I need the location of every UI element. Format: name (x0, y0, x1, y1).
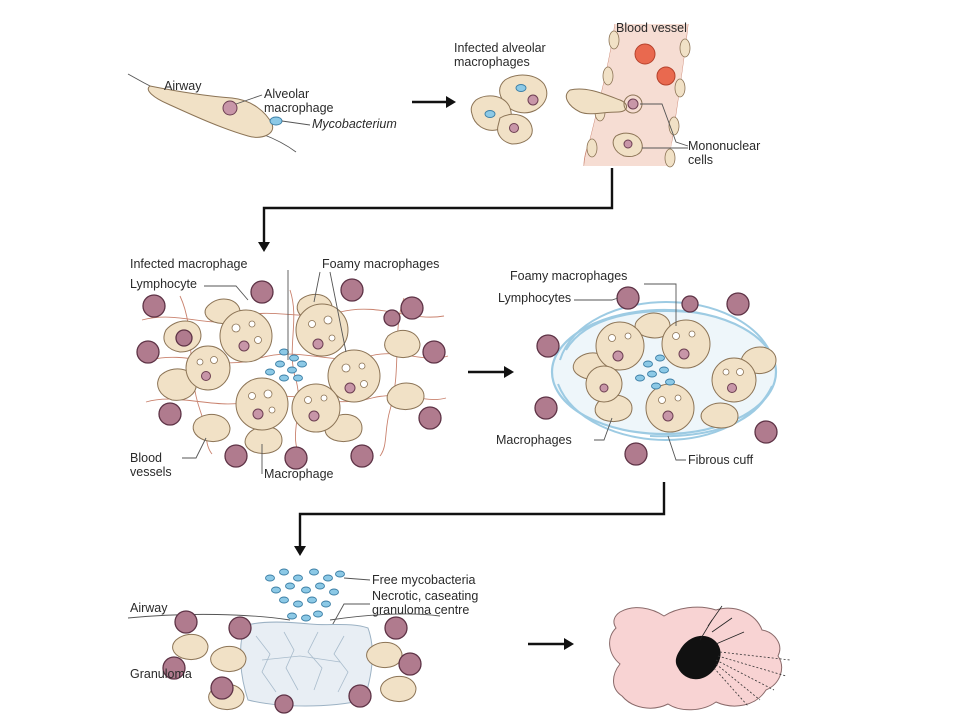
surrounding-lymphocytes (534, 286, 778, 466)
flow-arrow-4 (298, 482, 666, 548)
free-mycobacteria-label: Free mycobacteria (372, 573, 476, 587)
airway-label-2: Airway (130, 601, 168, 615)
infected-label-line2: macrophages (454, 55, 530, 69)
macrophages-leader (594, 417, 613, 441)
nucleus (627, 98, 639, 110)
fibrous-cuff-label: Fibrous cuff (688, 453, 754, 467)
mycobacterium-leader (281, 120, 311, 126)
cough-spread-lines (713, 651, 791, 707)
blood-vessels-label-line2: vessels (130, 465, 172, 479)
alveolar-leader (235, 94, 263, 105)
migrating-monocyte (565, 88, 627, 115)
airway-wall-lower-left (127, 613, 291, 621)
blood-vessel-left-wall (583, 23, 616, 167)
macrophages-label: Macrophages (496, 433, 572, 447)
foamy-leader-2 (329, 271, 347, 353)
airway-label-1: Airway (164, 79, 202, 93)
fibrous-cuff-leader (667, 435, 686, 461)
alveolar-label-line1: Alveolar (264, 87, 309, 101)
lymphocyte-leader (204, 285, 249, 301)
bacterium (515, 84, 527, 92)
mononuclear-leader-1 (640, 103, 689, 147)
free-mycobacteria-leader (343, 577, 371, 581)
mononuclear-label-line2: cells (688, 153, 713, 167)
flow-arrow-1-head (446, 96, 456, 108)
early-granuloma-cluster (136, 278, 449, 470)
lymphocyte-label: Lymphocyte (130, 277, 197, 291)
blood-vessels-label-line1: Blood (130, 451, 162, 465)
macrophage-label: Macrophage (264, 467, 334, 481)
infected-label-line1: Infected alveolar (454, 41, 546, 55)
foamy-right-leader (644, 283, 677, 326)
necrotic-cracks (255, 631, 349, 693)
foamy-macrophages (185, 303, 381, 433)
flow-arrow-2-head (258, 242, 270, 252)
mycobacterium-bacterium (269, 116, 283, 126)
necrotic-label-line2: granuloma centre (372, 603, 469, 617)
lung-cavity (675, 635, 721, 680)
granuloma-lymphocytes (162, 610, 422, 714)
blood-vessel-label: Blood vessel (616, 21, 687, 35)
panel-initial-infection: Airway Alveolar macrophage Mycobacterium… (127, 21, 760, 252)
alveolar-macrophage (147, 85, 274, 138)
infected-macrophage-label: Infected macrophage (130, 257, 247, 271)
panel-caseation: Free mycobacteria Necrotic, caseating gr… (127, 568, 791, 714)
blood-vessels-leader (182, 437, 207, 459)
panel-early-granuloma: Infected macrophage Foamy macrophages Ly… (130, 257, 514, 481)
necrotic-label-line1: Necrotic, caseating (372, 589, 478, 603)
necrotic-centre (240, 621, 373, 707)
mature-bacteria-cluster (635, 354, 675, 390)
alveolar-label-line2: macrophage (264, 101, 334, 115)
mycobacterium-label: Mycobacterium (312, 117, 397, 131)
flow-arrow-4-head (294, 546, 306, 556)
red-blood-cell (656, 66, 676, 86)
airway-wall-lower-right (329, 613, 441, 621)
lung-airway-branches (699, 605, 745, 645)
bacteria-cluster (265, 348, 307, 382)
alveolar-macrophage-nucleus (222, 100, 238, 116)
bacterium (484, 110, 496, 118)
mononuclear-label-line1: Mononuclear (688, 139, 760, 153)
granuloma-cells (172, 633, 417, 710)
lymphocytes (136, 278, 446, 470)
nucleus (623, 139, 633, 149)
foamy-leader-1 (313, 271, 321, 303)
flow-arrow-3-head (504, 366, 514, 378)
panel-mature-granuloma: Foamy macrophages Lymphocytes Macrophage… (294, 269, 778, 556)
flow-arrow-5-head (564, 638, 574, 650)
lymphocytes-label: Lymphocytes (498, 291, 571, 305)
red-blood-cell (634, 43, 656, 65)
flow-arrow-2 (262, 168, 614, 244)
nucleus (527, 94, 539, 106)
free-mycobacteria-cloud (265, 568, 345, 634)
mature-granuloma-cells (572, 312, 777, 433)
foamy-macrophages-label-right: Foamy macrophages (510, 269, 627, 283)
foamy-macrophages-label-left: Foamy macrophages (322, 257, 439, 271)
nucleus (509, 123, 519, 133)
granuloma-label: Granuloma (130, 667, 192, 681)
lymphocytes-leader (574, 297, 619, 301)
